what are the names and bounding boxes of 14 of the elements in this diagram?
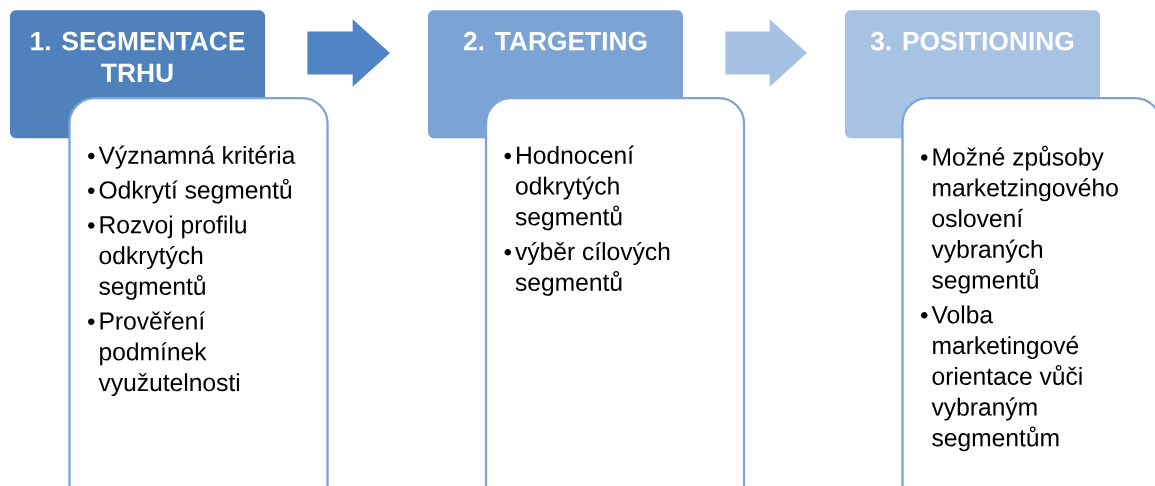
list-item: výběr cílových segmentů — [504, 241, 670, 296]
content-box — [68, 97, 329, 486]
list-item: Volba marketingové orientace vůči vybraným segmentům — [921, 305, 1082, 452]
list-item: Odkrytí segmentů — [88, 178, 291, 204]
header-title: 1. SEGMENTACE TRHU — [31, 31, 245, 83]
content-box — [901, 97, 1155, 486]
list-item: Rozvoj profilu odkrytých segmentů — [88, 215, 246, 300]
header-title: 3. POSITIONING — [870, 31, 1074, 51]
list-item: Prověření podmínek využutelnosti — [88, 311, 240, 397]
list-item: Významná kritéria — [88, 145, 296, 169]
list-item: Možné způsoby marketzingového oslovení vybraných segmentů — [921, 145, 1118, 294]
content-box — [484, 97, 746, 486]
header-title: 2. TARGETING — [463, 31, 647, 51]
list-item: Hodnocení odkrytých segmentů — [504, 145, 634, 231]
